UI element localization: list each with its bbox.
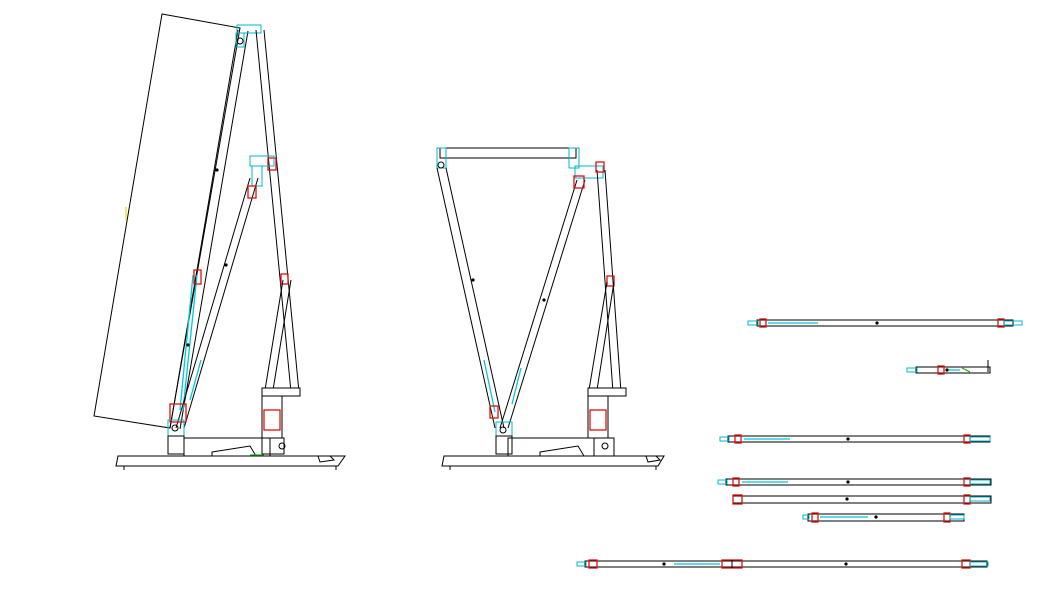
part-rod-5 xyxy=(732,494,992,505)
lower-hinge xyxy=(167,403,187,455)
part-rod-4 xyxy=(717,477,992,487)
top-hinge xyxy=(235,24,262,48)
top-crossbar xyxy=(439,147,577,159)
right-strut xyxy=(499,165,604,429)
part-rod-7 xyxy=(576,559,989,569)
rear-strut xyxy=(255,29,300,393)
side-view-upright xyxy=(436,147,665,470)
left-strut xyxy=(436,167,505,429)
exploded-parts xyxy=(576,318,1023,569)
rear-upright xyxy=(587,161,627,457)
upright-base-plate xyxy=(441,437,665,470)
tilted-panel xyxy=(93,13,241,429)
lower-rear-brace xyxy=(261,279,301,455)
middle-brace xyxy=(175,155,275,429)
part-rod-6 xyxy=(802,512,965,523)
front-strut xyxy=(169,29,249,430)
part-rod-2 xyxy=(906,360,991,375)
part-rod-3 xyxy=(719,434,991,444)
side-view-tilted xyxy=(93,13,346,470)
part-rod-1 xyxy=(747,318,1023,328)
base-plate xyxy=(115,437,346,470)
